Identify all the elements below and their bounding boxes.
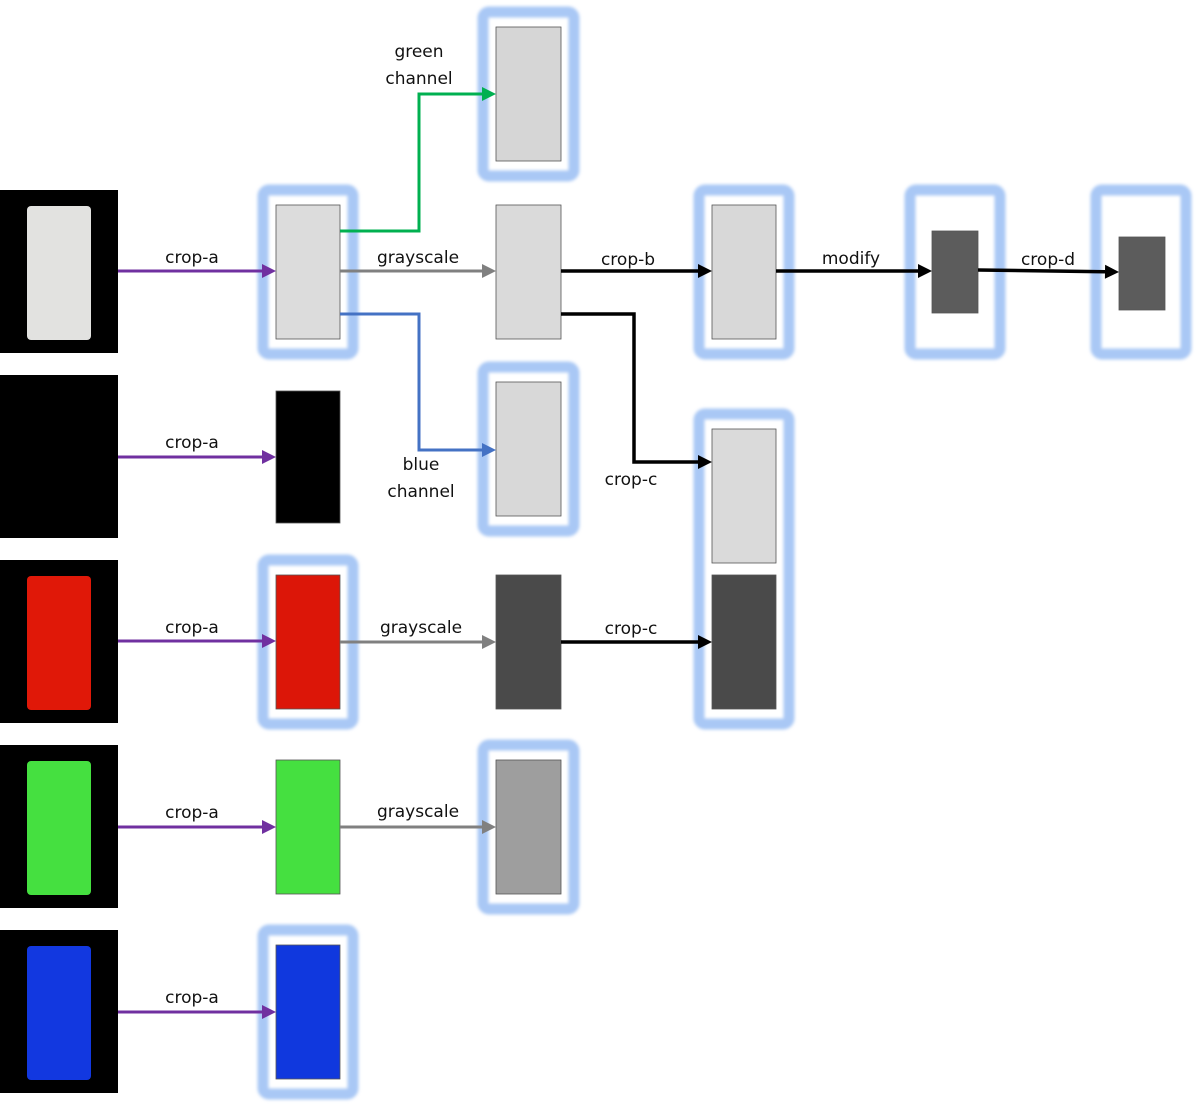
cropd-image (1118, 236, 1166, 311)
gray-green-image (495, 759, 562, 895)
edge-label-crop-a-red: crop-a (165, 618, 219, 638)
crop-white-image (275, 204, 341, 340)
e-crop-a-black-arrowhead-icon (262, 450, 276, 464)
src-red-screen-image (27, 576, 91, 710)
e-crop-a-white-arrow (118, 264, 276, 278)
e-blue-channel-line (340, 312, 482, 452)
e-green-channel-arrow (340, 87, 496, 233)
src-blue-screen-image (27, 946, 91, 1080)
e-blue-channel-arrow (340, 312, 496, 457)
edge-label-green-channel-line1: green (394, 42, 443, 62)
e-crop-a-blue-arrowhead-icon (262, 1005, 276, 1019)
e-grayscale-white-arrow (340, 264, 496, 278)
gray-red-image (495, 574, 562, 710)
e-crop-b-arrow (561, 264, 712, 278)
e-crop-c-red-arrowhead-icon (698, 635, 712, 649)
edge-label-blue-channel-line1: blue (403, 455, 440, 475)
e-blue-channel-arrowhead-icon (482, 443, 496, 457)
cropc-group-highlight-frame (693, 408, 795, 730)
e-modify-arrowhead-icon (918, 264, 932, 278)
src-black-screen-image (27, 391, 91, 525)
e-crop-a-green-arrowhead-icon (262, 820, 276, 834)
edge-label-crop-a-blue: crop-a (165, 988, 219, 1008)
e-green-channel-arrowhead-icon (482, 87, 496, 101)
e-crop-d-line (977, 268, 1106, 274)
blue-channel-image (495, 381, 562, 517)
edge-label-grayscale-green: grayscale (377, 802, 459, 822)
edge-label-crop-d: crop-d (1021, 250, 1075, 270)
e-crop-d-arrowhead-icon (1104, 264, 1119, 279)
edge-label-blue-channel-line2: channel (387, 482, 454, 502)
e-crop-b-arrowhead-icon (698, 264, 712, 278)
cropc-white-image (711, 428, 777, 564)
e-grayscale-white-arrowhead-icon (482, 264, 496, 278)
e-crop-c-white-arrow (561, 312, 712, 469)
e-crop-a-red-arrow (118, 634, 276, 648)
e-crop-c-red-arrow (561, 635, 712, 649)
e-grayscale-red-arrowhead-icon (482, 635, 496, 649)
e-crop-a-white-arrowhead-icon (262, 264, 276, 278)
edge-label-crop-a-black: crop-a (165, 433, 219, 453)
edge-label-crop-a-green: crop-a (165, 803, 219, 823)
e-modify-arrow (776, 264, 932, 278)
e-crop-d-arrow (977, 264, 1119, 279)
src-green-screen-image (27, 761, 91, 895)
e-grayscale-green-arrow (340, 820, 496, 834)
e-grayscale-green-arrowhead-icon (482, 820, 496, 834)
cropb-white-image (711, 204, 777, 340)
e-grayscale-red-arrow (340, 635, 496, 649)
edge-label-crop-c-red: crop-c (605, 619, 658, 639)
edge-label-green-channel-line2: channel (385, 69, 452, 89)
modified-image (931, 230, 979, 314)
e-crop-a-black-arrow (118, 450, 276, 464)
src-white-screen-image (27, 206, 91, 340)
crop-blue-image (275, 944, 341, 1080)
e-crop-c-white-arrowhead-icon (698, 455, 712, 469)
crop-black-image (275, 390, 341, 524)
gray-white-image (495, 204, 562, 340)
edge-label-crop-a-white: crop-a (165, 248, 219, 268)
edge-label-crop-c-white: crop-c (605, 470, 658, 490)
crop-red-image (275, 574, 341, 710)
e-green-channel-line (340, 92, 482, 233)
edge-label-modify: modify (822, 249, 880, 269)
edge-label-grayscale-red: grayscale (380, 618, 462, 638)
e-crop-a-blue-arrow (118, 1005, 276, 1019)
green-channel-image (495, 26, 562, 162)
edge-label-crop-b: crop-b (601, 250, 655, 270)
e-crop-c-white-line (561, 312, 698, 464)
e-crop-a-red-arrowhead-icon (262, 634, 276, 648)
cropc-red-image (711, 574, 777, 710)
edge-label-grayscale-white: grayscale (377, 248, 459, 268)
crop-green-image (275, 759, 341, 895)
e-crop-a-green-arrow (118, 820, 276, 834)
